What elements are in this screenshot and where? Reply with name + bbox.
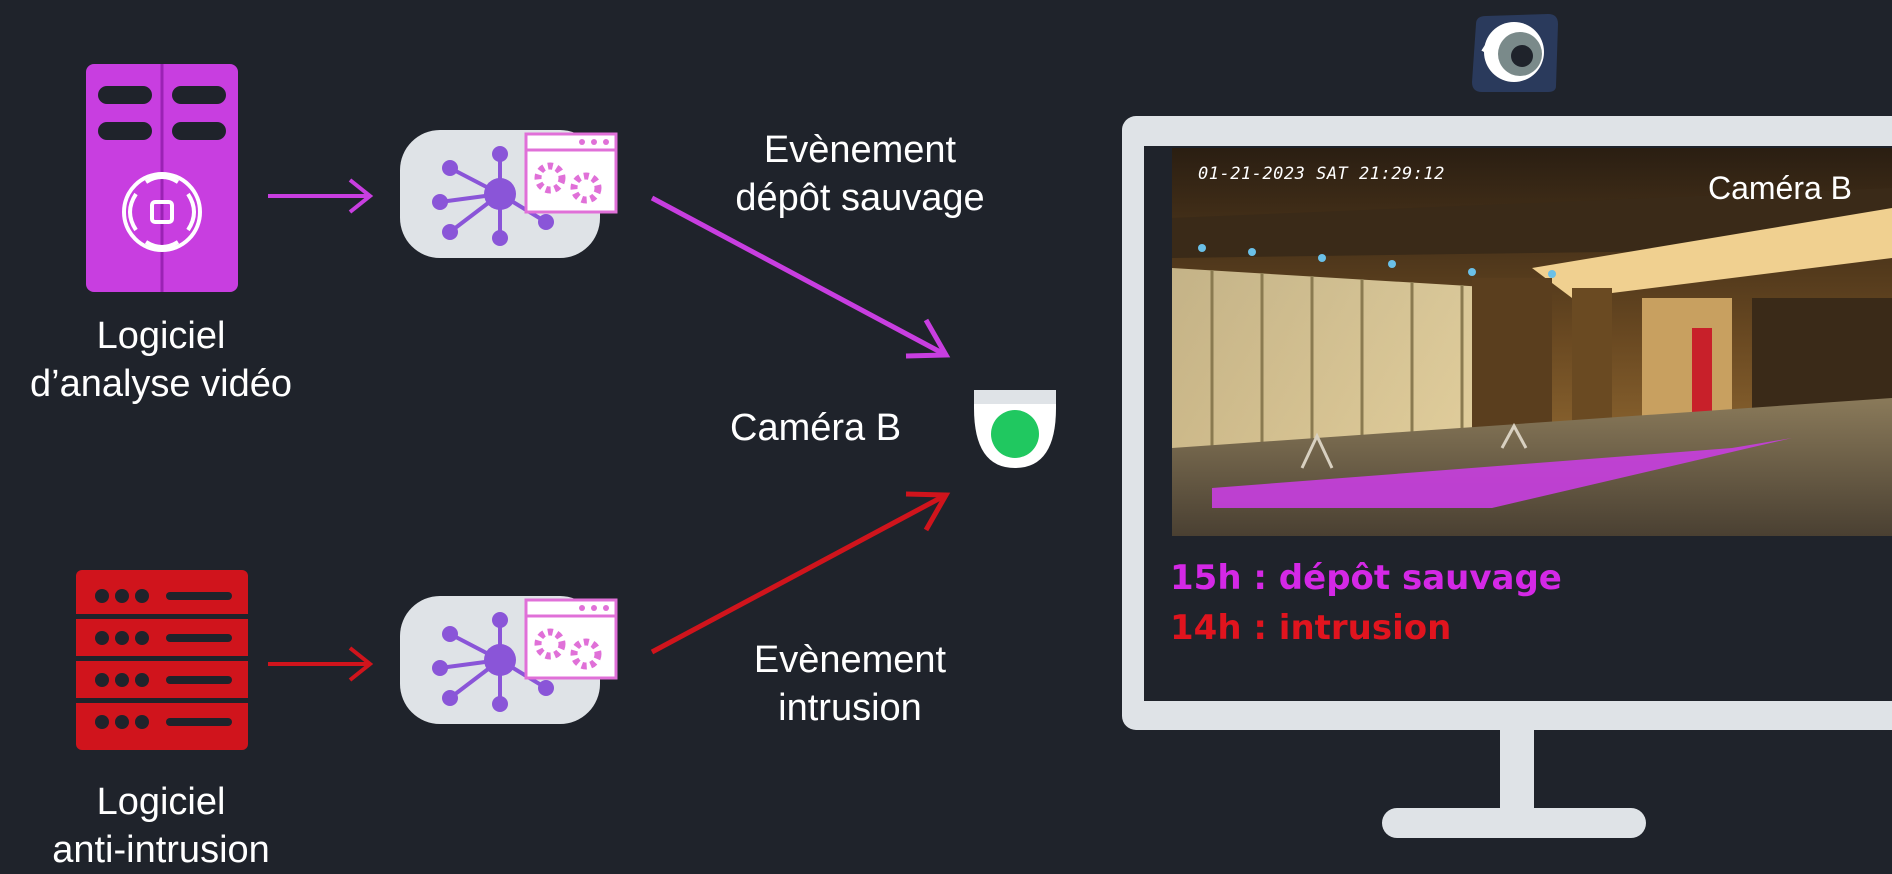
event-log-item-deposit: 15h : dépôt sauvage bbox=[1170, 558, 1562, 598]
event-top-label: Evènement dépôt sauvage bbox=[690, 126, 1030, 222]
dome-camera-icon bbox=[970, 386, 1060, 472]
event-top-line1: Evènement bbox=[763, 129, 957, 171]
event-bottom-line1: Evènement bbox=[753, 639, 947, 681]
camera-feed-image bbox=[1172, 148, 1892, 536]
intrusion-label-line1: Logiciel bbox=[96, 781, 226, 823]
camera-feed[interactable]: 01-21-2023 SAT 21:29:12 Caméra B bbox=[1172, 148, 1892, 536]
event-top-line2: dépôt sauvage bbox=[735, 177, 985, 219]
analysis-server-icon bbox=[86, 64, 238, 292]
arrow-event-bottom bbox=[640, 484, 960, 664]
event-bottom-line2: intrusion bbox=[778, 687, 922, 729]
integration-hub-top-icon bbox=[400, 130, 620, 270]
event-bottom-label: Evènement intrusion bbox=[680, 636, 1020, 732]
intrusion-server-icon bbox=[76, 570, 248, 750]
feed-timestamp: 01-21-2023 SAT 21:29:12 bbox=[1198, 164, 1445, 184]
analysis-label-line2: d’analyse vidéo bbox=[30, 363, 292, 405]
arrow-intrusion-to-hub bbox=[266, 644, 378, 684]
eye-logo-icon bbox=[1468, 10, 1560, 94]
feed-camera-name: Caméra B bbox=[1707, 170, 1852, 206]
analysis-label-line1: Logiciel bbox=[96, 315, 226, 357]
monitor-stand-base bbox=[1382, 808, 1646, 838]
camera-label: Caméra B bbox=[730, 407, 902, 449]
analysis-software-label: Logiciel d’analyse vidéo bbox=[0, 312, 322, 408]
arrow-analysis-to-hub bbox=[266, 176, 378, 216]
intrusion-software-label: Logiciel anti-intrusion bbox=[0, 778, 322, 874]
integration-hub-bottom-icon bbox=[400, 596, 620, 736]
monitor-stand-neck bbox=[1500, 730, 1534, 810]
event-log-item-intrusion: 14h : intrusion bbox=[1170, 608, 1452, 648]
intrusion-label-line2: anti-intrusion bbox=[52, 829, 270, 871]
arrow-event-top bbox=[640, 190, 960, 370]
